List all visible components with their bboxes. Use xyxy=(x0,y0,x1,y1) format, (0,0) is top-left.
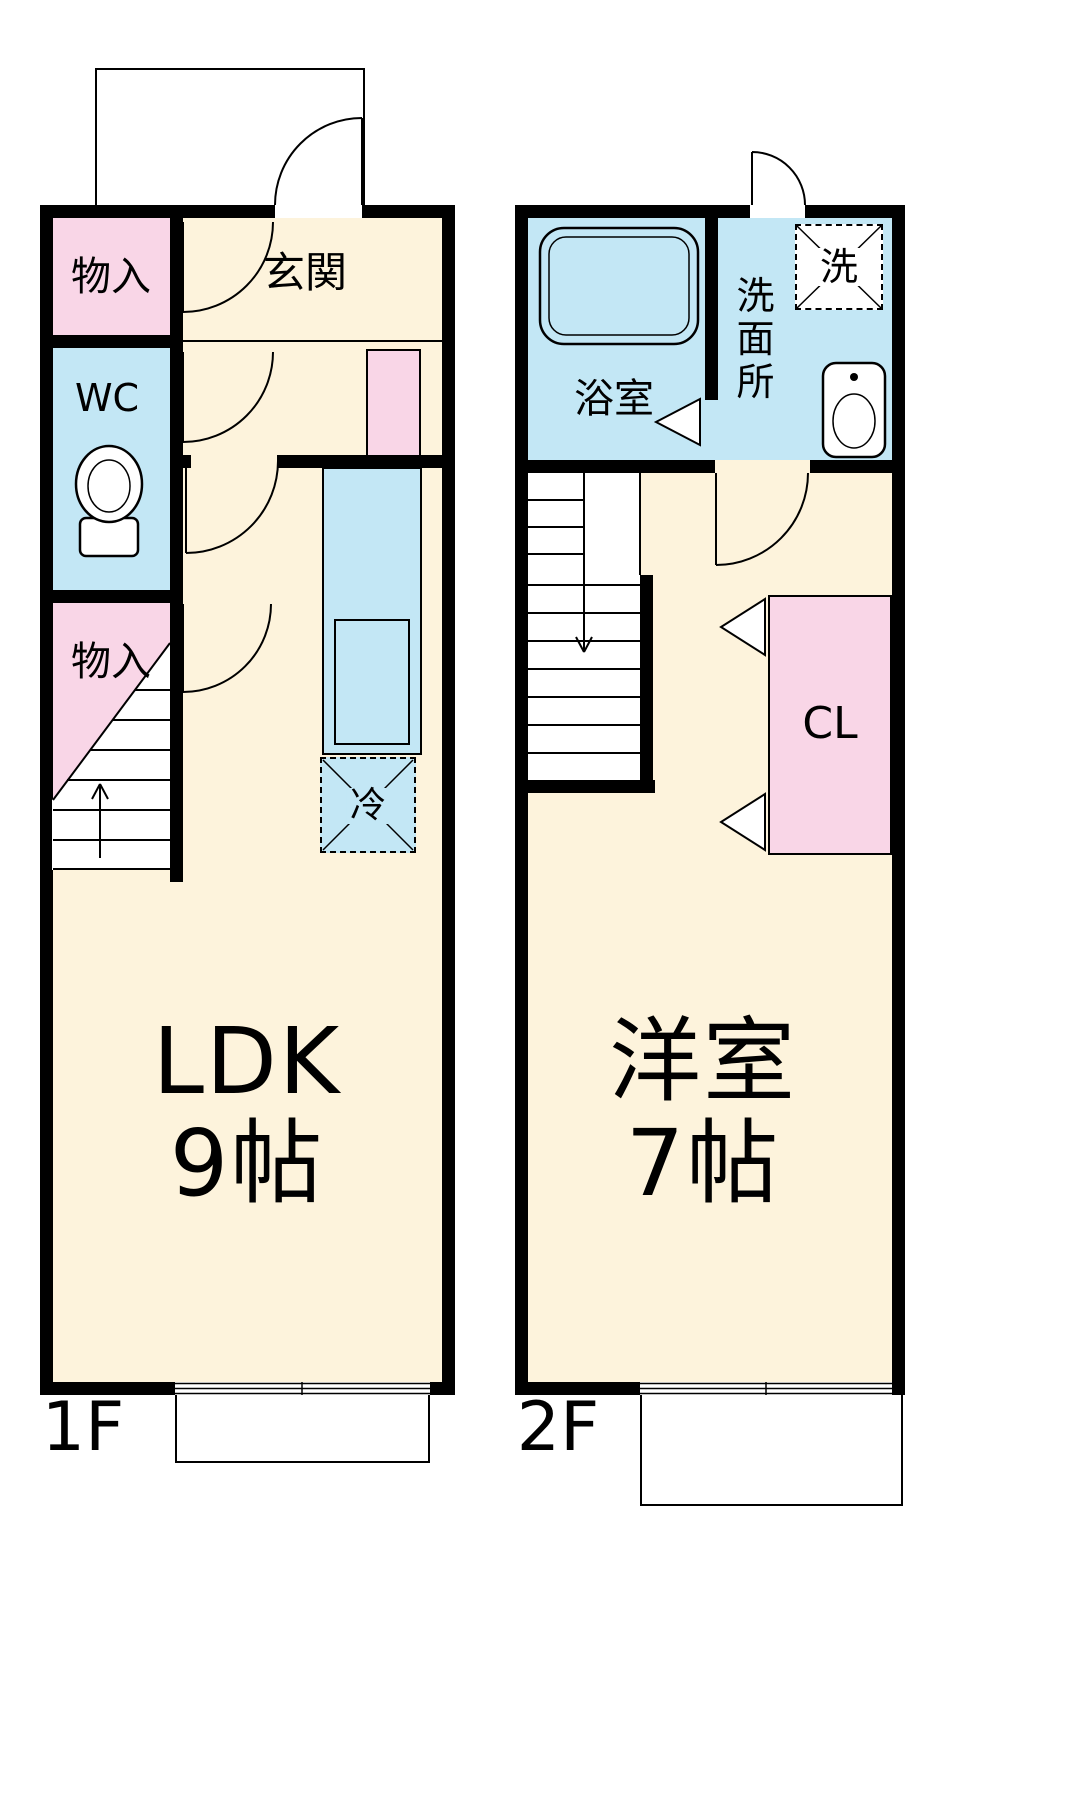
wall-segment xyxy=(515,460,715,473)
f1-storage-top xyxy=(53,218,170,336)
wall-segment xyxy=(810,460,905,473)
f1-entrance-label: 玄関 xyxy=(262,248,348,297)
f1-kitchen-counter xyxy=(322,467,422,755)
wall-segment xyxy=(40,205,53,1395)
kitchen-sink xyxy=(334,619,410,745)
wall-segment xyxy=(40,590,183,603)
wall-segment xyxy=(705,205,718,400)
f2-room-size: 7帖 xyxy=(625,1110,781,1217)
f2-closet-label: CL xyxy=(802,698,858,749)
f2-washroom-label: 洗面所 xyxy=(730,275,774,405)
wall-segment xyxy=(362,205,455,218)
f2-closet xyxy=(768,595,892,855)
f1-terrace xyxy=(175,1393,430,1463)
f1-room-name: LDK xyxy=(152,1008,342,1115)
wall-segment xyxy=(442,205,455,1395)
f2-washer-label: 洗 xyxy=(816,248,862,286)
wall-segment xyxy=(40,205,275,218)
f2-floor-label: 2F xyxy=(516,1388,600,1467)
f2-stairwell xyxy=(528,473,640,780)
f1-wc-label: WC xyxy=(74,376,140,420)
wall-segment xyxy=(892,205,905,1395)
wall-segment xyxy=(40,335,183,348)
f1-storage-mid-label: 物入 xyxy=(71,639,151,685)
f2-entrance-door-arc xyxy=(751,151,806,206)
f1-storage-top-label: 物入 xyxy=(71,254,151,300)
f2-bath-label: 浴室 xyxy=(574,376,654,422)
f1-fridge-label: 冷 xyxy=(346,788,390,824)
f1-room-size: 9帖 xyxy=(169,1110,325,1217)
wall-segment xyxy=(170,205,183,882)
f2-balcony xyxy=(640,1393,903,1506)
wall-segment xyxy=(640,575,653,793)
f1-hall-storage xyxy=(366,349,421,457)
wall-segment xyxy=(515,780,655,793)
f1-floor-label: 1F xyxy=(41,1388,125,1467)
wall-segment xyxy=(515,205,750,218)
f2-room-name: 洋室 xyxy=(608,1008,798,1115)
wall-segment xyxy=(805,205,905,218)
wall-segment xyxy=(183,455,191,468)
wall-segment xyxy=(277,455,455,468)
f2-bathroom xyxy=(528,218,718,460)
f1-entrance-porch xyxy=(95,68,365,208)
wall-segment xyxy=(515,205,528,1395)
